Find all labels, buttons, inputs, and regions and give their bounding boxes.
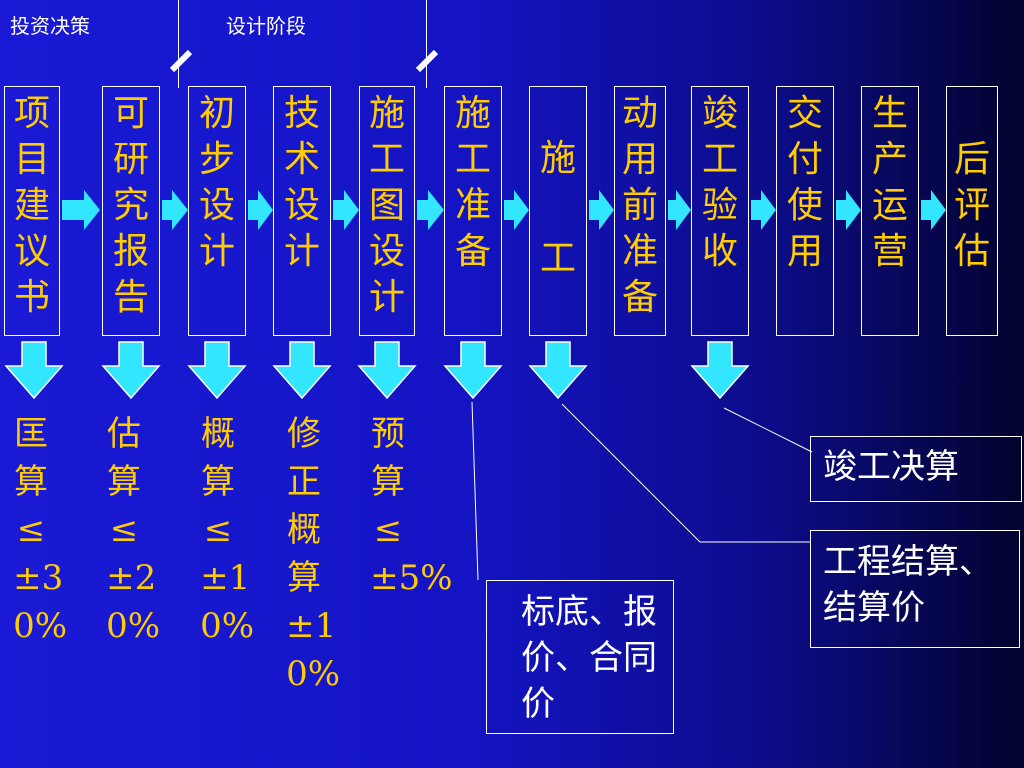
- stage-handover: 交付使用: [776, 86, 834, 336]
- down-arrow-8: [690, 341, 750, 400]
- flow-arrow-2: [162, 190, 188, 230]
- down-arrow-6: [443, 341, 503, 400]
- flow-arrow-1: [62, 190, 100, 230]
- flow-arrow-10: [836, 190, 861, 230]
- phase-design-label: 设计阶段: [226, 14, 306, 38]
- flow-arrow-4: [333, 190, 359, 230]
- phase-investment-label: 投资决策: [10, 14, 90, 38]
- flow-arrow-5: [417, 190, 444, 230]
- leader-settlement: [561, 403, 810, 543]
- down-arrow-3: [187, 341, 247, 400]
- down-arrow-4: [272, 341, 332, 400]
- stage-operation: 生产运营: [861, 86, 919, 336]
- down-arrow-5: [357, 341, 417, 400]
- flow-arrow-9: [751, 190, 776, 230]
- flow-arrow-3: [248, 190, 273, 230]
- stage-completion-acceptance: 竣工验收: [691, 86, 749, 336]
- leader-lines: [471, 401, 813, 581]
- stage-preliminary-design: 初步设计: [188, 86, 246, 336]
- stage-project-proposal: 项目建议书: [4, 86, 60, 336]
- stage-post-evaluation: 后评估: [946, 86, 998, 336]
- note-settlement: 工程结算、结算价: [810, 530, 1020, 648]
- phase-slash-2: [415, 49, 439, 73]
- leader-final-account: [723, 407, 813, 453]
- stage-construction-drawing: 施工图设计: [359, 86, 415, 336]
- down-arrow-7: [528, 341, 588, 400]
- stage-feasibility-report: 可研究报告: [102, 86, 160, 336]
- phase-divider-1: [178, 0, 179, 88]
- stage-pre-use-prep: 动用前准备: [614, 86, 666, 336]
- down-arrow-2: [101, 341, 161, 400]
- note-bid-contract: 标底、报价、合同价: [486, 580, 674, 734]
- phase-divider-2: [426, 0, 427, 88]
- stage-construction-prep: 施工准备: [444, 86, 502, 336]
- flow-arrow-8: [668, 190, 691, 230]
- stage-construction: 施工: [529, 86, 587, 336]
- stage-technical-design: 技术设计: [273, 86, 331, 336]
- flow-arrows: [62, 190, 946, 230]
- flow-arrow-6: [504, 190, 529, 230]
- flow-arrow-11: [921, 190, 946, 230]
- flow-arrow-7: [589, 190, 614, 230]
- leader-bid: [471, 401, 479, 581]
- down-arrows: [4, 341, 750, 400]
- down-arrow-1: [4, 341, 64, 400]
- phase-slash-1: [169, 49, 193, 73]
- note-final-account: 竣工决算: [810, 436, 1022, 502]
